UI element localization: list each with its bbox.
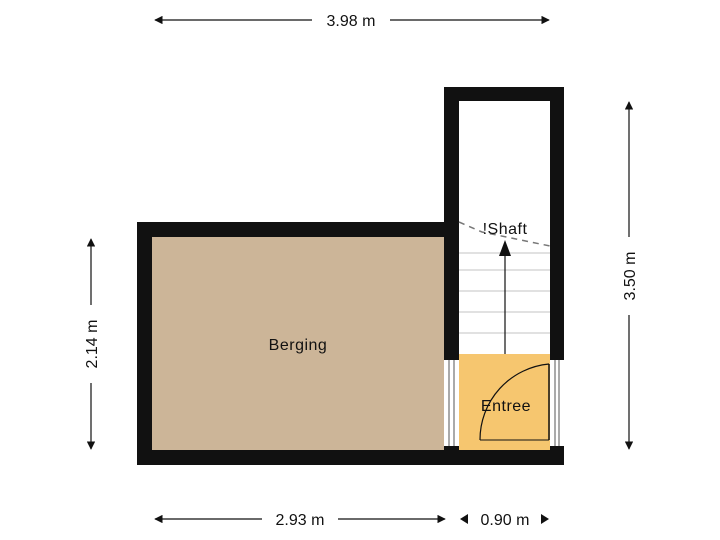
dimension-bottom-left-label: 2.93 m: [276, 512, 325, 529]
opening-right: [550, 356, 564, 450]
stair-break-line: [458, 221, 551, 247]
dimension-top: 3.98 m: [154, 13, 550, 30]
dimension-bottom-left: 2.93 m: [154, 512, 446, 529]
dimension-top-label: 3.98 m: [327, 13, 376, 30]
entree-floor: [459, 354, 550, 450]
dimension-left: 2.14 m: [84, 238, 101, 450]
opening-left: [444, 356, 459, 450]
dimension-right-label: 3.50 m: [622, 252, 639, 301]
door-swing-icon: [479, 363, 550, 441]
dimension-left-label: 2.14 m: [84, 320, 101, 369]
dimension-right: 3.50 m: [622, 101, 639, 450]
room-label-entree: Entree: [481, 398, 531, 415]
dimension-bottom-right-label: 0.90 m: [481, 512, 530, 529]
dimension-bottom-right: 0.90 m: [460, 512, 549, 529]
room-label-berging: Berging: [269, 337, 328, 354]
berging-floor: [152, 237, 444, 450]
arrow-up-icon: [499, 240, 511, 256]
stair-area: [458, 101, 551, 354]
room-label-shaft: !Shaft: [483, 221, 528, 238]
